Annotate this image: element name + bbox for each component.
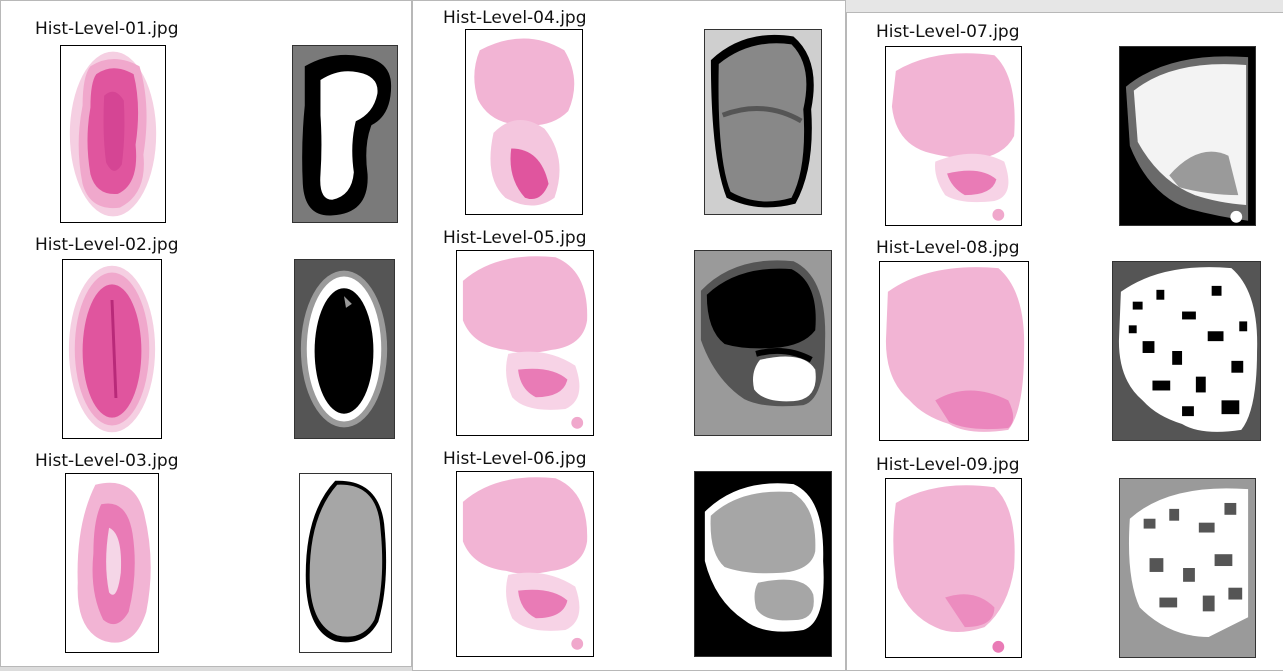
image-label: Hist-Level-04.jpg [443,8,587,28]
image-label: Hist-Level-08.jpg [876,238,1020,258]
image-label: Hist-Level-09.jpg [876,455,1020,475]
segmentation-mask [1119,478,1256,658]
segmentation-mask [1119,46,1256,226]
histology-image [60,45,166,223]
image-label: Hist-Level-01.jpg [35,19,179,39]
segmentation-mask [299,473,392,653]
image-label: Hist-Level-03.jpg [35,451,179,471]
image-label: Hist-Level-05.jpg [443,228,587,248]
histology-image [456,471,594,657]
segmentation-mask [694,471,832,657]
image-label: Hist-Level-02.jpg [35,235,179,255]
histology-image [62,259,162,439]
image-label: Hist-Level-07.jpg [876,22,1020,42]
histology-image [456,250,594,436]
histology-image [885,46,1022,226]
histology-image [885,478,1022,658]
histology-image [465,29,583,215]
segmentation-mask [694,250,832,436]
image-window-1[interactable]: Hist-Level-01.jpg Hist-Level-02.jpg [0,0,412,667]
histology-image [879,261,1029,441]
histology-image [65,473,159,653]
segmentation-mask [294,259,395,439]
image-window-2[interactable]: Hist-Level-04.jpg Hist-Level-05.jpg [412,0,846,671]
segmentation-mask [1112,261,1261,441]
image-label: Hist-Level-06.jpg [443,449,587,469]
image-window-3[interactable]: Hist-Level-07.jpg Hist-Level-08.jpg [846,12,1283,671]
window-backdrop [846,0,1283,12]
segmentation-mask [704,29,822,215]
segmentation-mask [292,45,398,223]
